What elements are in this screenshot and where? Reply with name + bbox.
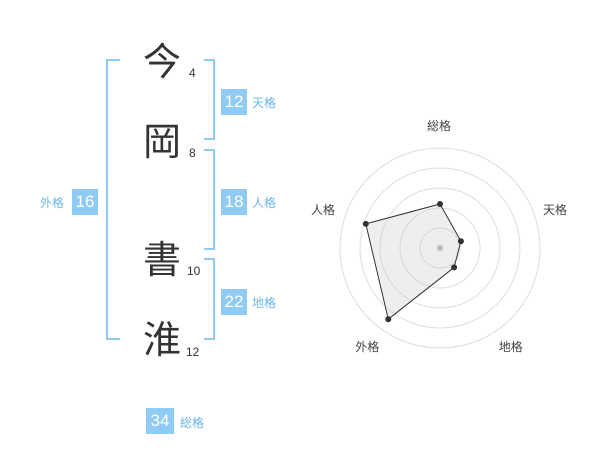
radar-rings bbox=[339, 147, 541, 349]
jinkaku-label: 人格 bbox=[252, 196, 277, 210]
radar-polygon bbox=[365, 203, 462, 321]
radar-ring-5 bbox=[339, 147, 541, 349]
chikaku-bracket bbox=[204, 258, 215, 340]
tenkaku-score: 12 bbox=[221, 89, 247, 115]
radar-point-3 bbox=[385, 316, 392, 323]
tenkaku-label: 天格 bbox=[252, 96, 277, 110]
name-char-1: 今 bbox=[142, 40, 181, 84]
chikaku-label: 地格 bbox=[252, 296, 277, 310]
gaikaku-bracket bbox=[106, 59, 120, 340]
radar-ring-3 bbox=[379, 187, 501, 309]
stroke-count-4: 12 bbox=[186, 345, 200, 359]
radar-point-4 bbox=[362, 220, 369, 227]
stroke-count-3: 10 bbox=[187, 264, 201, 278]
radar-point-0 bbox=[437, 201, 443, 207]
radar-axis-label-soukaku: 総格 bbox=[427, 119, 452, 133]
radar-axis-label-gaikaku: 外格 bbox=[355, 339, 380, 354]
radar-axis-label-chikaku: 地格 bbox=[498, 339, 523, 354]
stroke-count-2: 8 bbox=[189, 146, 196, 160]
name-char-2: 岡 bbox=[142, 120, 181, 164]
soukaku-score: 34 bbox=[146, 408, 174, 434]
soukaku-label: 総格 bbox=[180, 416, 205, 430]
radar-ring-2 bbox=[399, 207, 481, 289]
radar-point-1 bbox=[457, 238, 464, 245]
jinkaku-score: 18 bbox=[221, 189, 247, 215]
jinkaku-bracket bbox=[204, 149, 215, 250]
radar-ring-1 bbox=[419, 227, 461, 269]
name-char-3: 書 bbox=[142, 238, 181, 282]
gaikaku-label: 外格 bbox=[40, 196, 65, 210]
gaikaku-score: 16 bbox=[72, 189, 98, 215]
radar-axis-label-tenkaku: 天格 bbox=[543, 203, 568, 218]
radar-center-dot bbox=[437, 245, 443, 251]
name-char-4: 淮 bbox=[142, 318, 181, 362]
radar-axis-label-jinkaku: 人格 bbox=[310, 203, 335, 218]
tenkaku-bracket bbox=[204, 59, 215, 140]
radar-ring-4 bbox=[359, 167, 521, 329]
radar-point-2 bbox=[451, 264, 458, 271]
stroke-count-1: 4 bbox=[189, 66, 196, 80]
chikaku-score: 22 bbox=[221, 289, 247, 315]
